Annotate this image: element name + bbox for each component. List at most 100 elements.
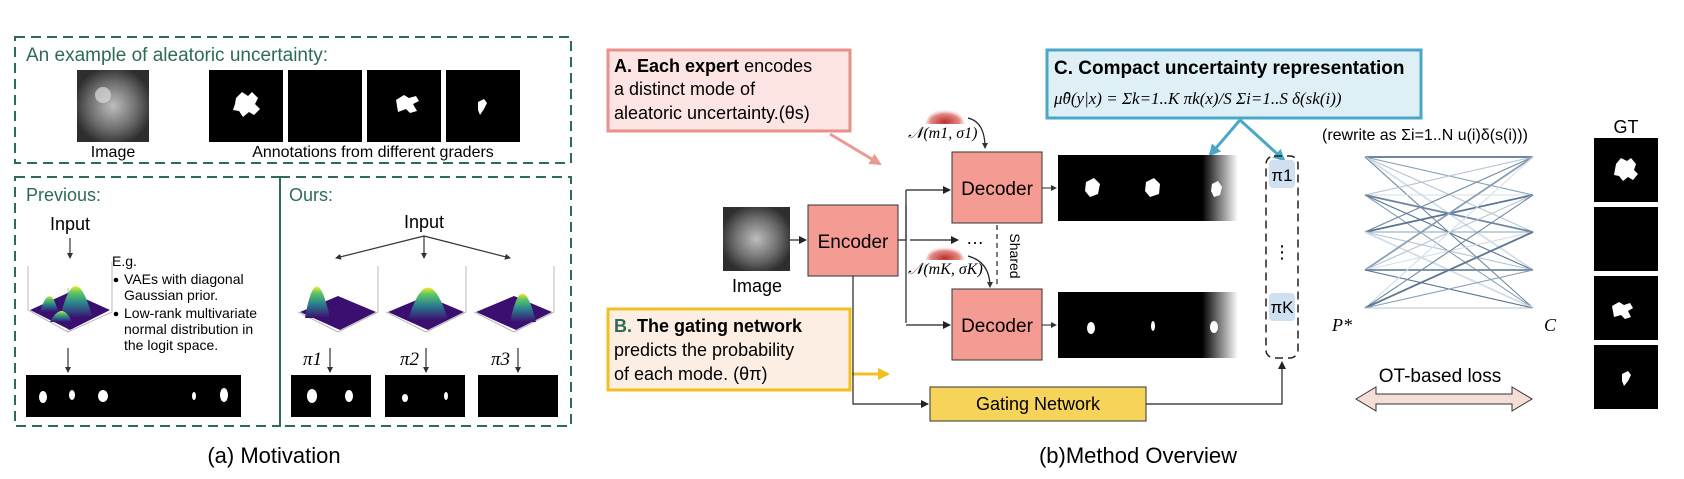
ours-title: Ours: [289,185,333,205]
bullet-2-line-2: normal distribution in [124,321,253,337]
ours-output-mask-2 [385,375,465,417]
pi-bracket [1265,155,1299,359]
ot-bipartite-graph [1364,156,1534,309]
example-title: An example of aleatoric uncertainty: [26,45,328,66]
bottom-strip-blob-2 [1151,321,1155,331]
top-strip-blob-2 [1145,178,1160,197]
gating-network-label: Gating Network [976,394,1101,414]
noise-bottom-label: 𝒩(mK, σK) [908,261,983,278]
pi-bottom-badge [1269,293,1295,321]
ours2-blob-2 [444,392,448,400]
bullet-2-line-1: Low-rank multivariate [124,305,257,321]
ot-edge [1364,156,1534,233]
prev-blob-5 [220,388,228,402]
callout-a-box [606,48,852,133]
bottom-strip-blob-1 [1087,322,1095,334]
callout-b-line-2: predicts the probability [614,340,794,360]
noise-top-arrow [967,117,988,149]
mask-blob-3 [396,95,419,113]
decoder-top-label: Decoder [961,179,1033,200]
ours2-blob-1 [402,394,408,402]
plot2-axes [385,266,467,333]
previous-surface-plot [27,262,113,333]
ot-edge [1364,269,1534,309]
p-star-label: P* [1331,315,1352,335]
ot-edge [1364,156,1534,196]
callout-a-line-3: aleatoric uncertainty.(θs) [614,103,810,123]
ct-image-thumbnail [77,70,149,142]
annotations-label: Annotations from different graders [252,144,494,161]
gt-blob-3 [1612,302,1633,319]
previous-output-mask [26,375,241,417]
pi-label-3: π3 [491,349,510,370]
plot2-peak [408,287,448,320]
example-panel [14,36,572,164]
plot1-axes [297,266,379,333]
middle-ellipsis: … [966,228,984,248]
input-image-label: Image [732,276,782,296]
previous-panel [14,176,281,427]
rewrite-note: (rewrite as Σi=1..N u(i)δ(s(i))) [1322,127,1528,144]
gating-to-pi-line [1146,361,1286,405]
bullet-1-line-2: Gaussian prior. [124,287,218,303]
prev-blob-4 [192,392,196,400]
callout-c-arrow-right [1238,118,1286,162]
surface-peak-2 [60,285,92,318]
ot-edge [1364,194,1534,309]
top-strip-blob-1 [1085,178,1100,197]
bullet-2 [113,311,119,317]
callout-a-arrow [829,132,882,166]
previous-title: Previous: [26,185,101,205]
noise-bump-top [925,102,965,124]
encoder-label: Encoder [818,232,889,253]
ours-input-label: Input [404,212,444,232]
bullet-2-line-3: the logit space. [124,337,218,353]
callout-b-line-3: of each mode. (θπ) [614,364,768,384]
callout-c-arrow-left [1208,119,1242,157]
gt-label: GT [1614,117,1639,137]
mask-blob-4 [478,99,487,115]
callout-c-formula: μ̂θ(y|x) = Σk=1..K πk(x)/S Σi=1..S δ(sk(… [1053,89,1342,108]
plot1-peak [305,286,330,318]
callout-b-box [606,307,852,392]
ot-edge [1364,156,1534,271]
pi-label-2: π2 [400,349,420,370]
gt-blob-4 [1622,371,1631,386]
ct-lesion [95,87,111,103]
shared-label: Shared [1007,233,1023,278]
callout-b-line-1: B. The gating network [614,316,803,336]
input-image [723,207,790,271]
ours-output-mask-1 [291,375,371,417]
ours-arrow-1 [335,235,425,260]
callout-c-title: C. Compact uncertainty representation [1054,58,1405,79]
previous-input-label: Input [50,214,90,234]
pi-bottom-label: πK [1270,298,1294,317]
encoder-to-gating-line [852,276,929,408]
surface-peak-3 [50,311,72,322]
pi-label-1: π1 [303,349,322,370]
prev-blob-3 [98,390,108,402]
ours-output-mask-3 [478,375,558,417]
pi-top-badge [1269,160,1295,188]
gt-mask-2 [1594,207,1658,271]
caption-a: (a) Motivation [207,443,340,468]
mask-blob-1 [233,92,260,117]
ours-surface-plot-2 [385,266,467,333]
noise-bottom-arrow [967,255,993,288]
gt-blob-1 [1614,158,1638,181]
ours-arrow-3 [423,235,511,260]
callout-a-line-1: A. Each expert encodes [614,56,812,76]
noise-top-label: 𝒩(m1, σ1) [908,125,977,142]
callout-a-bold: A. Each expert [614,56,739,76]
ours-surface-plot-1 [297,266,379,333]
ours-panel [279,176,572,427]
caption-b: (b)Method Overview [1039,443,1237,468]
top-strip-blob-3 [1211,181,1222,197]
image-label: Image [91,144,136,161]
c-label: C [1544,315,1557,335]
surface-peak-1 [40,296,58,312]
callout-a-line-2: a distinct mode of [614,79,756,99]
ours1-blob-1 [307,389,317,403]
bottom-strip-blob-3 [1210,321,1218,333]
